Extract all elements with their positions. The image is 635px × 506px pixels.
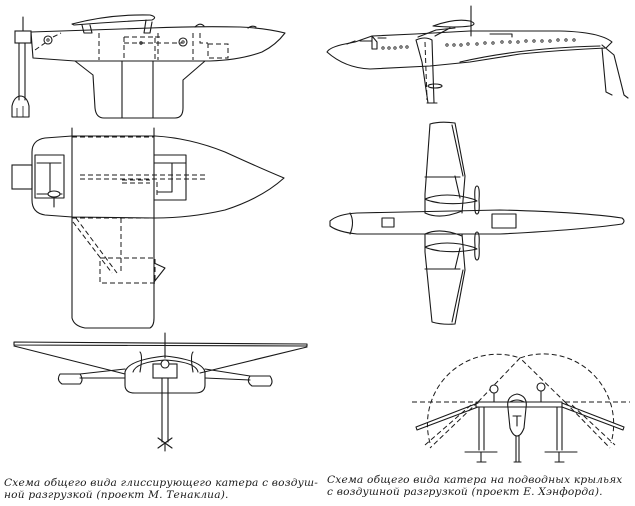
caption-planing-boat: Схема общего вида глиссирующего катера с… — [4, 477, 318, 501]
caption-line: ной разгрузкой (проект М. Тенаклиа). — [4, 489, 229, 501]
planing-boat-top-view — [11, 127, 285, 329]
planing-boat-side-view — [11, 14, 286, 119]
caption-line: с воздушной разгрузкой (проект Е. Хэнфор… — [327, 486, 603, 498]
caption-line: Схема общего вида катера на подводных кр… — [327, 474, 623, 486]
window-row — [381, 38, 576, 50]
caption-hydrofoil-boat: Схема общего вида катера на подводных кр… — [327, 474, 622, 498]
hydrofoil-boat-top-view — [329, 121, 625, 325]
planing-boat-front-view — [13, 332, 308, 452]
caption-line: Схема общего вида глиссирующего катера с… — [4, 477, 318, 489]
hydrofoil-boat-front-view — [412, 353, 630, 463]
hydrofoil-boat-side-view — [326, 5, 629, 104]
